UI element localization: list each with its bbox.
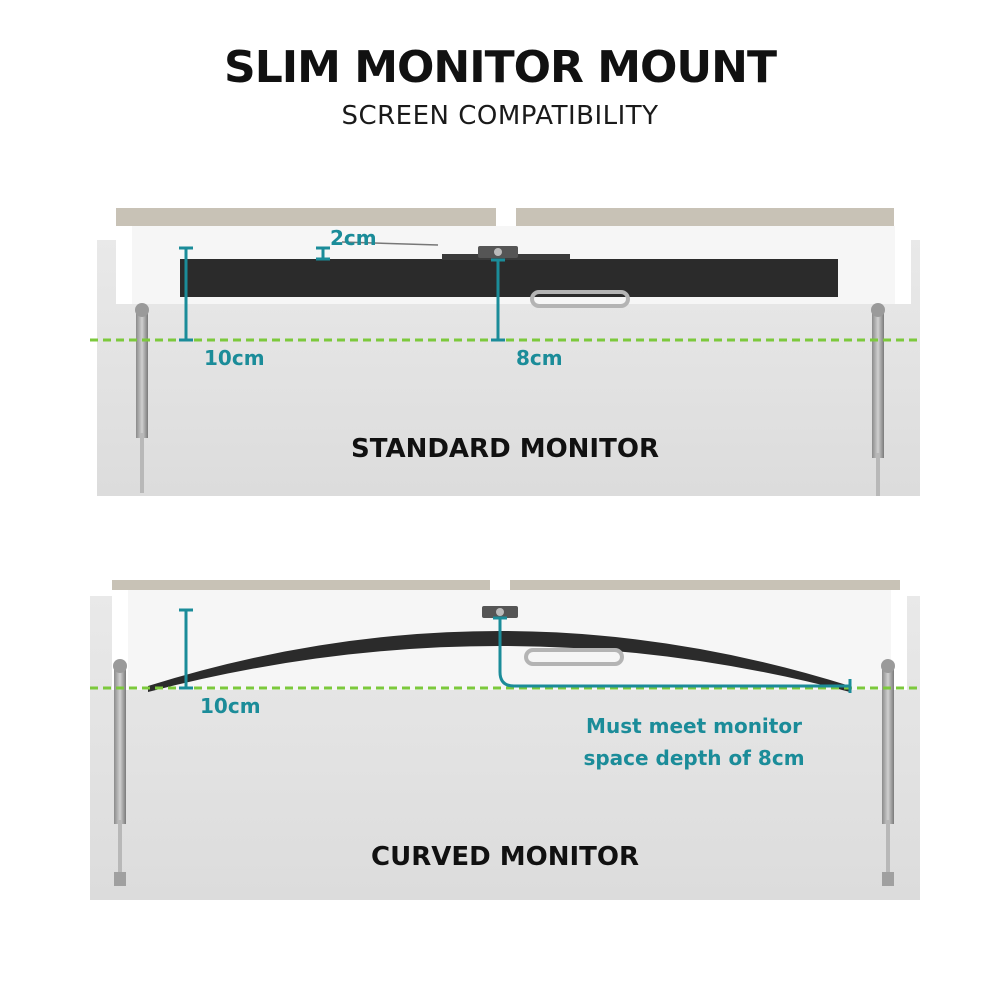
mount-bracket [442,246,630,308]
shelf-side-left [116,226,132,304]
gap-dimension-2cm [316,246,330,261]
mount-dimension-8cm [491,258,505,342]
right-gas-strut [881,659,895,886]
depth-dimension-10cm [179,608,193,690]
shelf-side-right [891,590,907,690]
curved-monitor-panel: 10cm Must meet monitor space depth of 8c… [90,580,920,900]
standard-monitor-caption: STANDARD MONITOR [351,434,659,464]
shelf-top-right [510,580,900,592]
left-gas-strut [113,659,127,886]
shelf-side-right [895,226,911,304]
note-line-1: Must meet monitor [586,714,802,738]
standard-monitor-panel: 2cm 10cm 8cm STANDARD MONITOR [90,208,920,496]
depth-label: 10cm [204,346,265,370]
mount-bracket [482,606,624,666]
standard-monitor-screen [180,259,838,297]
gap-label: 2cm [330,226,377,250]
curved-monitor-illustration [90,580,920,900]
page-subtitle: SCREEN COMPATIBILITY [341,101,659,131]
page-title: SLIM MONITOR MOUNT [224,42,777,93]
right-gas-strut [871,303,885,496]
curved-monitor-screen [148,631,850,692]
depth-dimension-10cm [179,246,193,342]
shelf-top-left [112,580,490,592]
curved-monitor-caption: CURVED MONITOR [371,842,639,872]
note-line-2: space depth of 8cm [583,746,805,770]
depth-requirement-note: Must meet monitor space depth of 8cm [544,710,844,774]
standard-monitor-illustration [90,208,920,496]
mount-depth-requirement-line [498,618,850,688]
gap-leader-line [341,241,439,246]
mount-depth-label: 8cm [516,346,563,370]
depth-label: 10cm [200,694,261,718]
